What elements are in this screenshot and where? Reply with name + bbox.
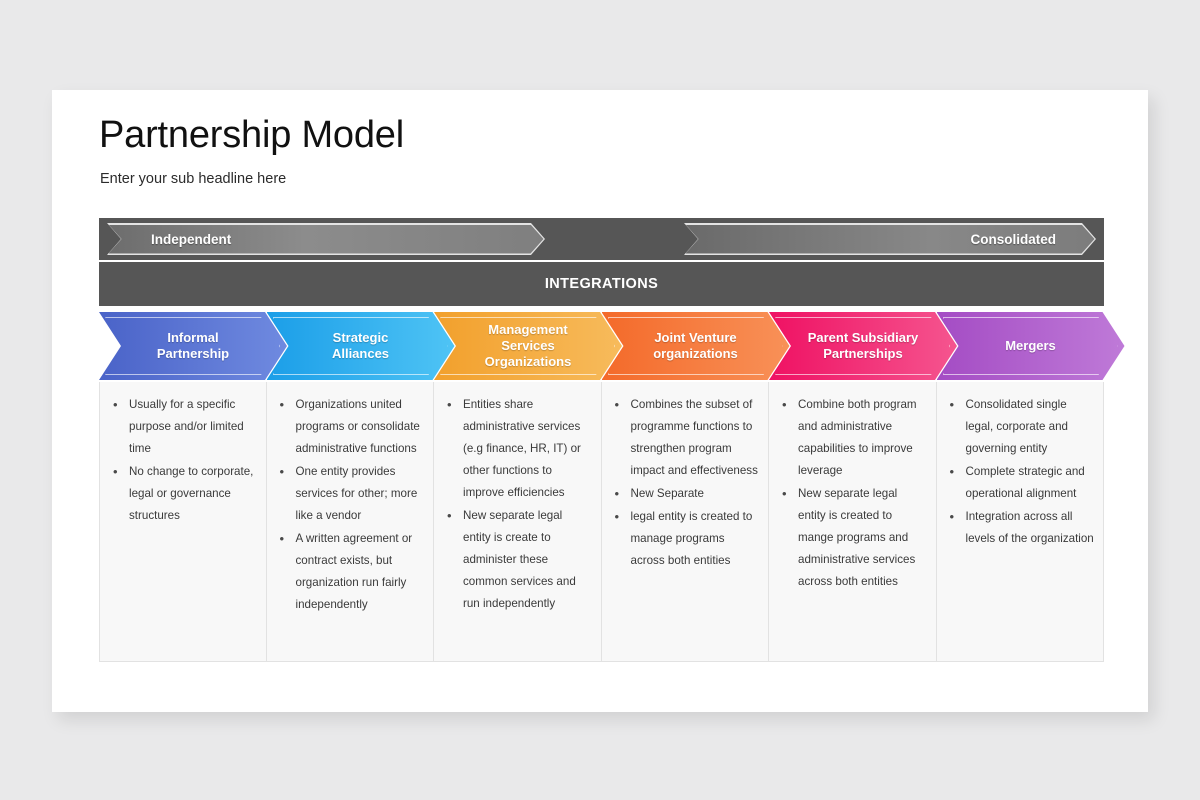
spectrum-label-independent: Independent (151, 231, 232, 247)
bullet-list: • Usually for a specific purpose and/or l… (104, 394, 258, 527)
chevron-header-2[interactable]: Strategic Alliances (267, 312, 455, 380)
spectrum-bar: Independent Consolidated (99, 218, 1104, 260)
bullet-dot-icon: • (782, 486, 787, 501)
bullet-dot-icon: • (113, 464, 118, 479)
spectrum-arrow-consolidated: Consolidated (684, 223, 1096, 255)
bullet-item: • One entity provides services for other;… (271, 461, 426, 527)
bullet-dot-icon: • (614, 509, 620, 524)
bullet-item: • Combine both program and administrative… (773, 394, 928, 482)
bullet-text: Organizations united programs or consoli… (295, 398, 420, 455)
spectrum-label-consolidated: Consolidated (970, 231, 1056, 247)
bullet-text: Complete strategic and operational align… (965, 465, 1085, 500)
bullet-text: Entities share administrative services (… (463, 398, 581, 499)
content-row: • Usually for a specific purpose and/or l… (99, 382, 1104, 662)
bullet-text: New separate legal entity is created to … (798, 487, 916, 588)
chevron-header-4[interactable]: Joint Venture organizations (602, 312, 790, 380)
slide-card: Partnership Model Enter your sub headlin… (52, 90, 1148, 712)
bullet-item: • Organizations united programs or consol… (271, 394, 426, 460)
chevron-header-label: Strategic Alliances (331, 330, 390, 361)
page-subtitle: Enter your sub headline here (100, 171, 287, 187)
bullet-dot-icon: • (447, 508, 452, 523)
chevron-header-label: Management Services Organizations (484, 322, 572, 369)
bullet-item: • No change to corporate, legal or govern… (104, 461, 258, 527)
bullet-dot-icon: • (614, 486, 620, 501)
bullet-item: • Entities share administrative services … (438, 394, 593, 504)
content-column-5: • Combine both program and administrative… (769, 382, 937, 662)
bullet-item: • Complete strategic and operational alig… (941, 461, 1096, 505)
bullet-item: • New separate legal entity is created to… (773, 483, 928, 593)
page-title: Partnership Model (99, 114, 404, 156)
bullet-dot-icon: • (113, 397, 118, 412)
content-column-1: • Usually for a specific purpose and/or l… (99, 382, 267, 662)
bullet-list: • Entities share administrative services … (438, 394, 593, 615)
bullet-item: • Combines the subset of programme functi… (606, 394, 761, 482)
bullet-text: Consolidated single legal, corporate and… (965, 398, 1068, 455)
bullet-text: Integration across all levels of the org… (965, 510, 1094, 545)
chevron-header-label: Joint Venture organizations (653, 330, 738, 361)
bullet-text: New Separate (630, 487, 704, 500)
integrations-label: INTEGRATIONS (544, 276, 659, 292)
chevron-header-6[interactable]: Mergers (937, 312, 1125, 380)
bullet-dot-icon: • (614, 397, 620, 412)
chevron-header-label: Informal Partnership (156, 330, 230, 361)
content-column-2: • Organizations united programs or consol… (266, 382, 434, 662)
bullet-item: • Integration across all levels of the or… (941, 506, 1096, 550)
chevron-header-row: Informal Partnership Strategic Alliances M… (99, 312, 1111, 380)
bullet-dot-icon: • (949, 464, 955, 479)
chevron-header-1[interactable]: Informal Partnership (99, 312, 287, 380)
spectrum-arrow-independent-fill (109, 225, 544, 254)
chevron-header-3[interactable]: Management Services Organizations (434, 312, 622, 380)
bullet-text: A written agreement or contract exists, … (295, 532, 413, 611)
bullet-text: Usually for a specific purpose and/or li… (129, 398, 244, 455)
bullet-dot-icon: • (782, 397, 787, 412)
bullet-text: No change to corporate, legal or governa… (129, 465, 254, 522)
bullet-dot-icon: • (949, 397, 955, 412)
bullet-list: • Combine both program and administrative… (773, 394, 928, 593)
bullet-text: Combines the subset of programme functio… (630, 398, 758, 477)
content-column-6: • Consolidated single legal, corporate an… (936, 382, 1104, 662)
content-column-4: • Combines the subset of programme functi… (601, 382, 769, 662)
bullet-item: • Consolidated single legal, corporate an… (941, 394, 1096, 460)
bullet-dot-icon: • (279, 397, 285, 412)
bullet-item: • Usually for a specific purpose and/or l… (104, 394, 258, 460)
bullet-dot-icon: • (949, 509, 955, 524)
chevron-header-label: Mergers (1005, 338, 1056, 353)
spectrum-arrow-consolidated-fill (686, 225, 1095, 254)
bullet-dot-icon: • (447, 397, 452, 412)
chevron-header-label: Parent Subsidiary Partnerships (807, 330, 919, 361)
bullet-dot-icon: • (279, 464, 285, 479)
bullet-list: • Consolidated single legal, corporate an… (941, 394, 1096, 550)
content-column-3: • Entities share administrative services … (434, 382, 602, 662)
integrations-band: INTEGRATIONS (99, 262, 1104, 306)
bullet-dot-icon: • (279, 531, 285, 546)
bullet-text: Combine both program and administrative … (798, 398, 917, 477)
bullet-item: • New Separate (606, 483, 761, 505)
bullet-list: • Organizations united programs or consol… (271, 394, 426, 616)
bullet-item: • legal entity is created to manage progr… (606, 506, 761, 572)
bullet-item: • A written agreement or contract exists,… (271, 528, 426, 616)
spectrum-arrow-independent: Independent (107, 223, 545, 255)
bullet-item: • New separate legal entity is create to … (438, 505, 593, 615)
bullet-text: One entity provides services for other; … (295, 465, 418, 522)
chevron-header-5[interactable]: Parent Subsidiary Partnerships (769, 312, 957, 380)
bullet-text: New separate legal entity is create to a… (463, 509, 576, 610)
bullet-list: • Combines the subset of programme functi… (606, 394, 761, 572)
bullet-text: legal entity is created to manage progra… (630, 510, 753, 567)
